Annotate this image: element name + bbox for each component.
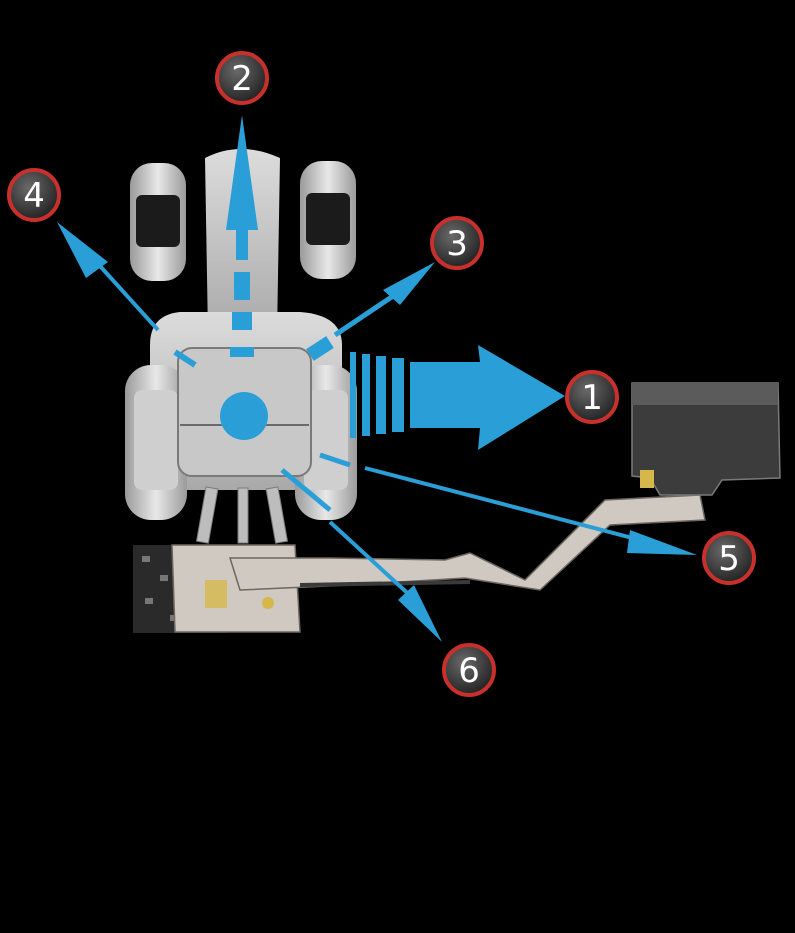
badge-4: 4: [7, 168, 61, 222]
badge-1: 1: [565, 370, 619, 424]
hopper: [631, 382, 781, 496]
badge-4-label: 4: [23, 176, 45, 216]
arrow-3: [306, 262, 435, 361]
arrow-1: [350, 345, 565, 450]
tractor: [125, 149, 357, 544]
badge-6-label: 6: [458, 651, 480, 691]
badge-3: 3: [430, 216, 484, 270]
rear-left-tire: [125, 365, 187, 520]
operator-seat-icon: [220, 392, 268, 440]
front-right-tire: [300, 161, 356, 279]
implement: [133, 382, 781, 633]
arrow-2: [226, 115, 258, 357]
badge-5: 5: [702, 531, 756, 585]
arrow-4: [57, 222, 197, 368]
arrow-5: [319, 452, 697, 555]
direction-arrows: [57, 115, 697, 642]
hitch-links: [195, 486, 289, 544]
badge-2-label: 2: [231, 59, 253, 99]
arrow-6: [280, 468, 442, 642]
badge-5-label: 5: [718, 539, 740, 579]
badge-6: 6: [442, 643, 496, 697]
badge-2: 2: [215, 51, 269, 105]
badge-3-label: 3: [446, 224, 468, 264]
front-left-tire: [130, 163, 186, 281]
badge-1-label: 1: [581, 378, 603, 418]
